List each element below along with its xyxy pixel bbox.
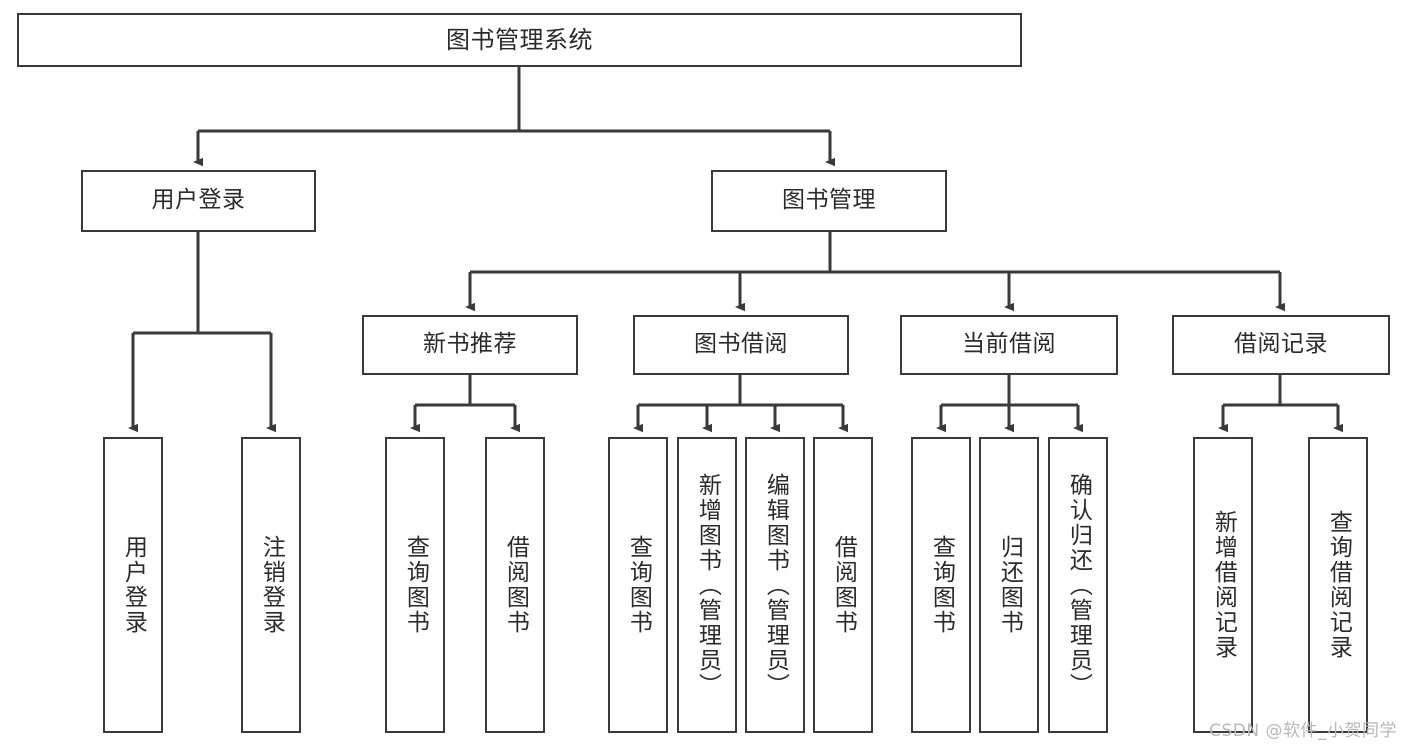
node-label: 编辑图书（管理员） xyxy=(762,472,789,698)
node-label: 查询借阅记录 xyxy=(1325,510,1352,660)
node-root-book-management-system[interactable]: 图书管理系统 xyxy=(17,13,1022,67)
node-label: 当前借阅 xyxy=(962,331,1056,358)
node-current-borrow[interactable]: 当前借阅 xyxy=(900,315,1118,375)
node-leaf-current-query-book[interactable]: 查询图书 xyxy=(911,437,971,733)
node-label: 图书管理 xyxy=(782,187,876,214)
node-leaf-borrow-edit-book-admin[interactable]: 编辑图书（管理员） xyxy=(745,437,805,733)
node-book-management[interactable]: 图书管理 xyxy=(711,170,947,232)
node-book-borrow[interactable]: 图书借阅 xyxy=(633,315,849,375)
node-user-login[interactable]: 用户登录 xyxy=(81,170,316,232)
node-label: 查询图书 xyxy=(402,535,429,635)
node-leaf-user-logout[interactable]: 注销登录 xyxy=(241,437,301,733)
node-leaf-borrow-borrow-book[interactable]: 借阅图书 xyxy=(813,437,873,733)
node-label: 用户登录 xyxy=(120,535,147,635)
node-label: 新增借阅记录 xyxy=(1210,510,1237,660)
node-label: 用户登录 xyxy=(151,187,246,214)
node-label: 注销登录 xyxy=(258,535,285,635)
node-leaf-current-return-book[interactable]: 归还图书 xyxy=(979,437,1039,733)
node-new-book-recommend[interactable]: 新书推荐 xyxy=(362,315,578,375)
watermark: CSDN @软件_小贺同学 xyxy=(1209,721,1397,741)
node-leaf-user-login[interactable]: 用户登录 xyxy=(103,437,163,733)
node-label: 新书推荐 xyxy=(423,331,517,358)
node-label: 查询图书 xyxy=(928,535,955,635)
node-label: 新增图书（管理员） xyxy=(694,472,721,698)
node-label: 图书借阅 xyxy=(694,331,788,358)
node-label: 借阅记录 xyxy=(1234,331,1328,358)
node-leaf-borrow-query-book[interactable]: 查询图书 xyxy=(608,437,668,733)
node-label: 图书管理系统 xyxy=(446,25,593,54)
node-leaf-recommend-borrow-book[interactable]: 借阅图书 xyxy=(485,437,545,733)
node-label: 归还图书 xyxy=(996,535,1023,635)
node-label: 借阅图书 xyxy=(502,535,529,635)
node-label: 查询图书 xyxy=(625,535,652,635)
node-leaf-record-query-borrow-record[interactable]: 查询借阅记录 xyxy=(1308,437,1368,733)
node-label: 确认归还（管理员） xyxy=(1065,472,1092,698)
node-leaf-record-add-borrow-record[interactable]: 新增借阅记录 xyxy=(1193,437,1253,733)
node-leaf-recommend-query-book[interactable]: 查询图书 xyxy=(385,437,445,733)
node-borrow-record[interactable]: 借阅记录 xyxy=(1172,315,1390,375)
node-leaf-current-confirm-return-admin[interactable]: 确认归还（管理员） xyxy=(1048,437,1108,733)
node-leaf-borrow-add-book-admin[interactable]: 新增图书（管理员） xyxy=(677,437,737,733)
node-label: 借阅图书 xyxy=(830,535,857,635)
